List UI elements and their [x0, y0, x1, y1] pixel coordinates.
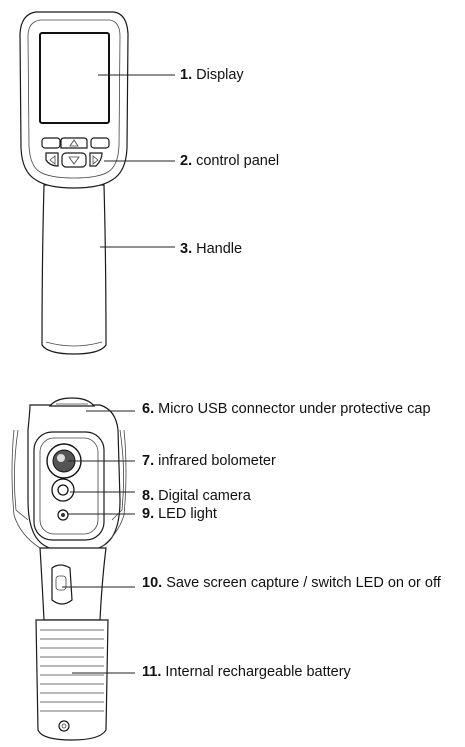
display-screen — [39, 32, 110, 124]
label-infrared-bolometer: 7. infrared bolometer — [142, 453, 276, 469]
battery-grip — [35, 619, 109, 741]
label-display: 1. Display — [180, 67, 244, 83]
label-battery: 11. Internal rechargeable battery — [142, 664, 351, 680]
up-button — [60, 137, 88, 149]
front-handle — [41, 184, 107, 355]
label-save-capture: 10. Save screen capture / switch LED on … — [142, 575, 441, 591]
tripod-screw — [58, 720, 70, 732]
usb-cap — [48, 397, 96, 407]
mode-button — [90, 137, 110, 149]
back-handle-upper — [39, 547, 107, 621]
label-handle: 3. Handle — [180, 241, 243, 257]
label-led-light: 9. LED light — [142, 506, 217, 522]
capture-trigger — [51, 564, 73, 605]
menu-button — [41, 137, 61, 149]
front-view — [19, 11, 129, 355]
back-view — [11, 397, 127, 741]
grip-ridges — [40, 629, 104, 712]
label-control-panel: 2. control panel — [180, 153, 280, 169]
label-usb-connector: 6. Micro USB connector under protective … — [142, 401, 431, 417]
label-digital-camera: 8. Digital camera — [142, 488, 251, 504]
down-button — [61, 152, 87, 168]
control-panel — [41, 137, 110, 168]
